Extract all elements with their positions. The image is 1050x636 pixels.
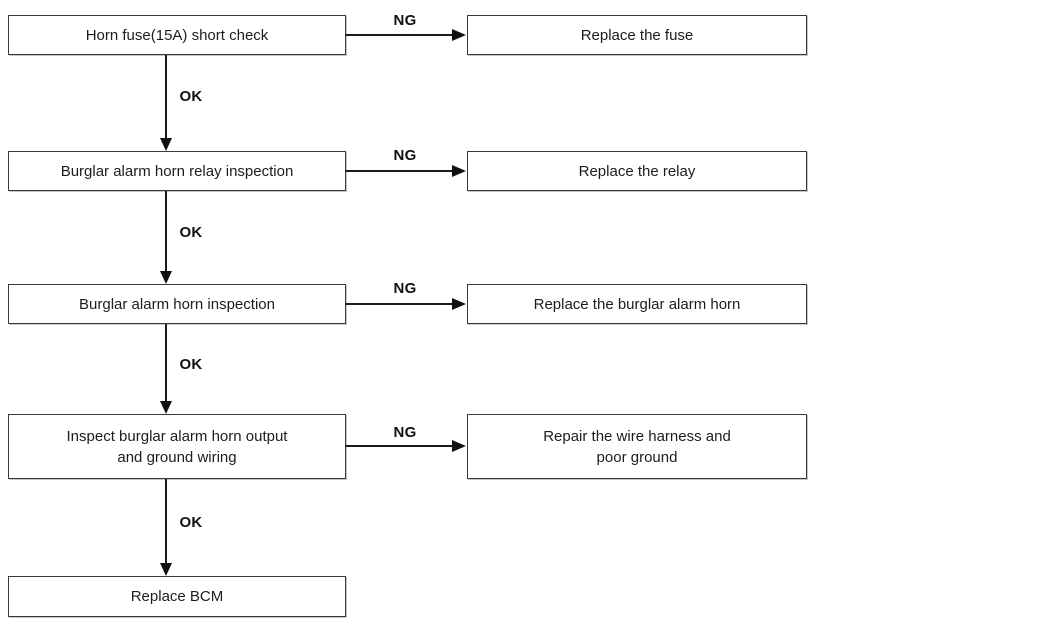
ok-branch-label: OK: [179, 88, 203, 105]
result-label: Replace the relay: [578, 162, 696, 180]
ng-connector-line-3: [346, 303, 452, 305]
ng-branch-label: NG: [393, 147, 417, 164]
result-box-repair-harness: Repair the wire harness and poor ground: [467, 414, 807, 479]
ng-branch-label: NG: [393, 12, 417, 29]
arrow-down-icon: [160, 563, 172, 576]
ok-connector-line-3: [165, 324, 167, 402]
ok-branch-label: OK: [179, 514, 203, 531]
arrow-down-icon: [160, 138, 172, 151]
step-box-relay-inspection: Burglar alarm horn relay inspection: [8, 151, 346, 191]
ng-branch-label: NG: [393, 280, 417, 297]
arrow-right-icon: [452, 29, 466, 41]
result-label: Replace the fuse: [580, 26, 694, 44]
result-box-replace-fuse: Replace the fuse: [467, 15, 807, 55]
step-label: Burglar alarm horn inspection: [79, 295, 275, 313]
ng-connector-line-2: [346, 170, 452, 172]
arrow-down-icon: [160, 271, 172, 284]
step-label: Horn fuse(15A) short check: [85, 26, 269, 44]
final-step-label: Replace BCM: [130, 588, 224, 605]
final-step-box-replace-bcm: Replace BCM: [8, 576, 346, 617]
ok-connector-line-1: [165, 55, 167, 140]
result-label-line2: poor ground: [596, 448, 678, 466]
arrow-right-icon: [452, 440, 466, 452]
ok-connector-line-4: [165, 479, 167, 564]
arrow-right-icon: [452, 298, 466, 310]
arrow-right-icon: [452, 165, 466, 177]
result-label: Replace the burglar alarm horn: [533, 295, 741, 313]
step-box-output-ground-wiring: Inspect burglar alarm horn output and gr…: [8, 414, 346, 479]
ok-branch-label: OK: [179, 224, 203, 241]
result-label-line1: Repair the wire harness and: [543, 427, 731, 445]
step-label-line2: and ground wiring: [117, 448, 237, 466]
result-box-replace-horn: Replace the burglar alarm horn: [467, 284, 807, 324]
result-box-replace-relay: Replace the relay: [467, 151, 807, 191]
arrow-down-icon: [160, 401, 172, 414]
ok-branch-label: OK: [179, 356, 203, 373]
step-label-line1: Inspect burglar alarm horn output: [66, 427, 288, 445]
ng-branch-label: NG: [393, 424, 417, 441]
ng-connector-line-4: [346, 445, 452, 447]
step-box-fuse-check: Horn fuse(15A) short check: [8, 15, 346, 55]
step-box-horn-inspection: Burglar alarm horn inspection: [8, 284, 346, 324]
ng-connector-line-1: [346, 34, 452, 36]
ok-connector-line-2: [165, 191, 167, 272]
step-label: Burglar alarm horn relay inspection: [60, 162, 294, 180]
